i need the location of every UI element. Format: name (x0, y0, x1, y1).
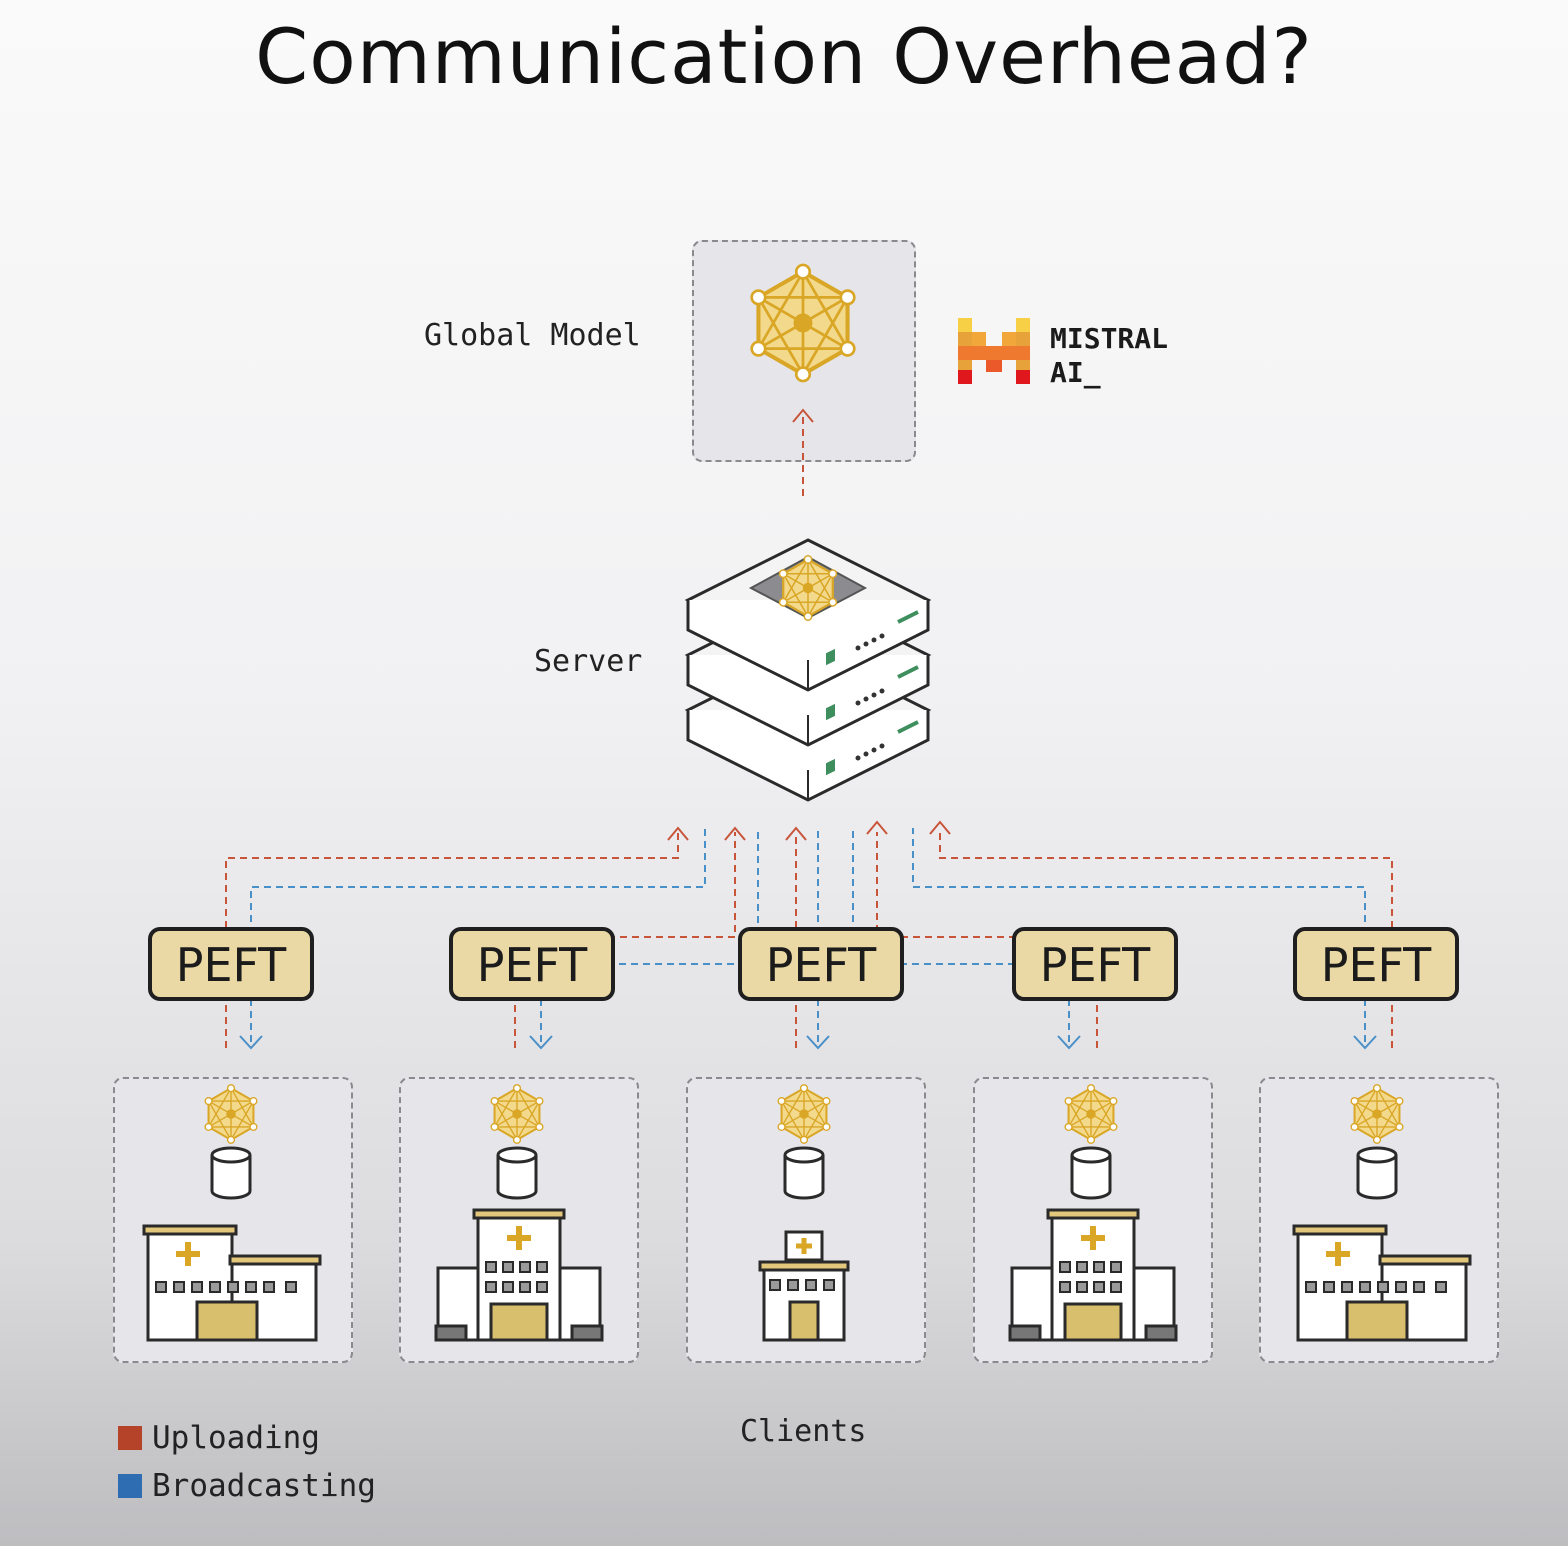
client-5-hospital-icon (1292, 1224, 1472, 1342)
legend-uploading-swatch (118, 1426, 142, 1450)
client-1-database-icon (210, 1146, 252, 1200)
server-icon (686, 538, 930, 802)
mistral-logo (958, 318, 1030, 384)
client-4-database-icon (1070, 1146, 1112, 1200)
client-2-hospital-icon (434, 1208, 604, 1342)
client-1-network-icon (204, 1083, 258, 1145)
client-1-hospital-icon (142, 1224, 322, 1342)
mistral-brand-line2: AI_ (1050, 356, 1101, 389)
client-5-database-icon (1356, 1146, 1398, 1200)
peft-box-5: PEFT (1293, 927, 1459, 1001)
peft-box-2: PEFT (449, 927, 615, 1001)
clients-label: Clients (740, 1414, 867, 1449)
legend-broadcasting-label: Broadcasting (152, 1468, 376, 1504)
client-2-network-icon (490, 1083, 544, 1145)
mistral-brand-text: MISTRAL AI_ (1050, 322, 1168, 390)
global-model-label: Global Model (424, 318, 641, 353)
legend-broadcasting: Broadcasting (118, 1468, 376, 1504)
client-5-network-icon (1350, 1083, 1404, 1145)
legend-uploading-label: Uploading (152, 1420, 320, 1456)
legend-uploading: Uploading (118, 1420, 320, 1456)
peft-box-4: PEFT (1012, 927, 1178, 1001)
client-4-hospital-icon (1008, 1208, 1178, 1342)
peft-box-3: PEFT (738, 927, 904, 1001)
legend-broadcasting-swatch (118, 1474, 142, 1498)
upload-arrowheads (667, 820, 951, 841)
upload-arrow-server-to-global (792, 408, 814, 496)
client-3-hospital-icon (758, 1230, 850, 1342)
mistral-brand-line1: MISTRAL (1050, 322, 1169, 355)
client-3-database-icon (783, 1146, 825, 1200)
broadcast-arrowheads (239, 1035, 1377, 1050)
client-3-network-icon (777, 1083, 831, 1145)
global-model-network-icon (752, 265, 855, 381)
page-title: Communication Overhead? (255, 12, 1313, 101)
server-label: Server (534, 644, 643, 679)
peft-box-1: PEFT (148, 927, 314, 1001)
client-4-network-icon (1064, 1083, 1118, 1145)
client-2-database-icon (496, 1146, 538, 1200)
